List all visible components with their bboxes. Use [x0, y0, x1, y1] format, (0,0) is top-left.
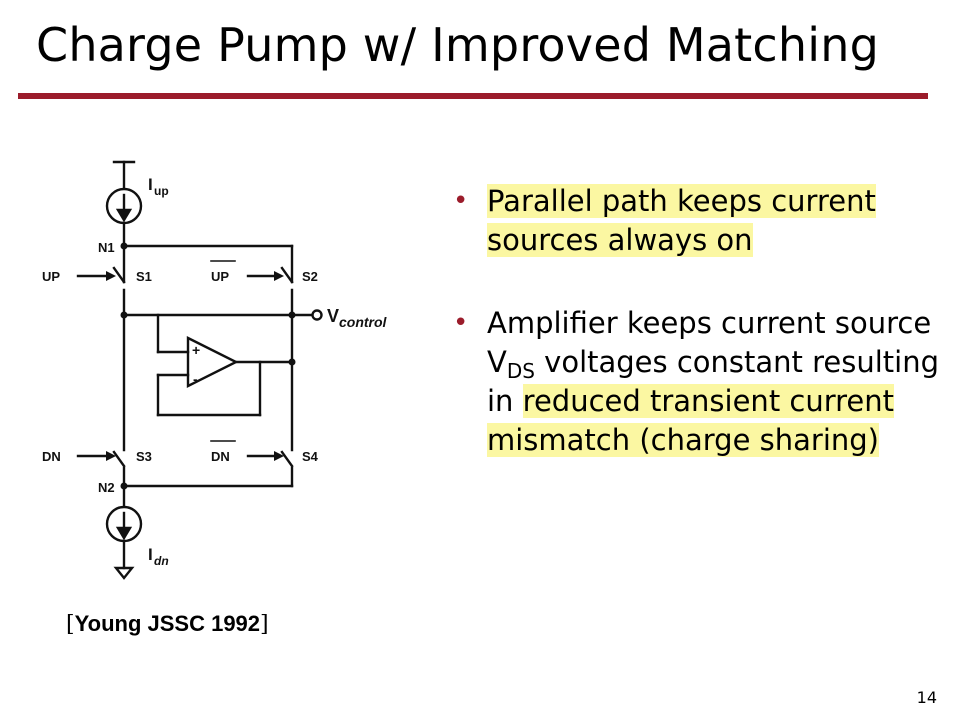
- opamp-icon: [186, 336, 239, 388]
- charge-pump-schematic: I up N1 UP S1 UP S2 V control + - DN S3 …: [42, 160, 388, 580]
- up-label: UP: [42, 269, 60, 284]
- bullet-list: • Parallel path keeps current sources al…: [453, 182, 953, 460]
- bullet-text-pre: Amplifier keeps current source V: [487, 306, 932, 379]
- bullet-dot-icon: •: [453, 308, 469, 338]
- s3-label: S3: [136, 449, 152, 464]
- n1-label: N1: [98, 240, 115, 255]
- idn-sub-label: dn: [154, 554, 169, 568]
- s4-label: S4: [302, 449, 319, 464]
- citation-text: Young JSSC 1992: [74, 611, 261, 636]
- vcontrol-sub-label: control: [339, 314, 388, 330]
- vds-subscript: DS: [506, 359, 535, 383]
- iup-sub-label: up: [154, 184, 169, 198]
- up-bar-label: UP: [211, 269, 229, 284]
- idn-label: I: [148, 545, 153, 564]
- citation: [Young JSSC 1992]: [66, 611, 269, 637]
- amp-plus-label: +: [192, 342, 200, 358]
- citation-close-bracket: ]: [260, 612, 269, 637]
- bullet-text-mid: voltages constant resulting in: [487, 345, 940, 418]
- dn-bar-label: DN: [211, 449, 230, 464]
- slide-title: Charge Pump w/ Improved Matching: [36, 18, 880, 72]
- bullet-text: Parallel path keeps current sources alwa…: [487, 184, 876, 257]
- page-number: 14: [916, 688, 937, 707]
- bullet-item: • Parallel path keeps current sources al…: [453, 182, 953, 260]
- title-divider: [18, 93, 928, 99]
- bullet-text-highlight: reduced transient current mismatch (char…: [487, 384, 895, 457]
- amp-minus-label: -: [193, 371, 198, 387]
- s2-label: S2: [302, 269, 318, 284]
- vcontrol-label: V: [327, 306, 339, 326]
- citation-open-bracket: [: [66, 612, 75, 637]
- dn-label: DN: [42, 449, 61, 464]
- n2-label: N2: [98, 480, 115, 495]
- s1-label: S1: [136, 269, 152, 284]
- bullet-dot-icon: •: [453, 186, 469, 216]
- iup-label: I: [148, 175, 153, 194]
- ground-icon: [113, 566, 135, 580]
- bullet-item: • Amplifier keeps current source VDS vol…: [453, 304, 953, 460]
